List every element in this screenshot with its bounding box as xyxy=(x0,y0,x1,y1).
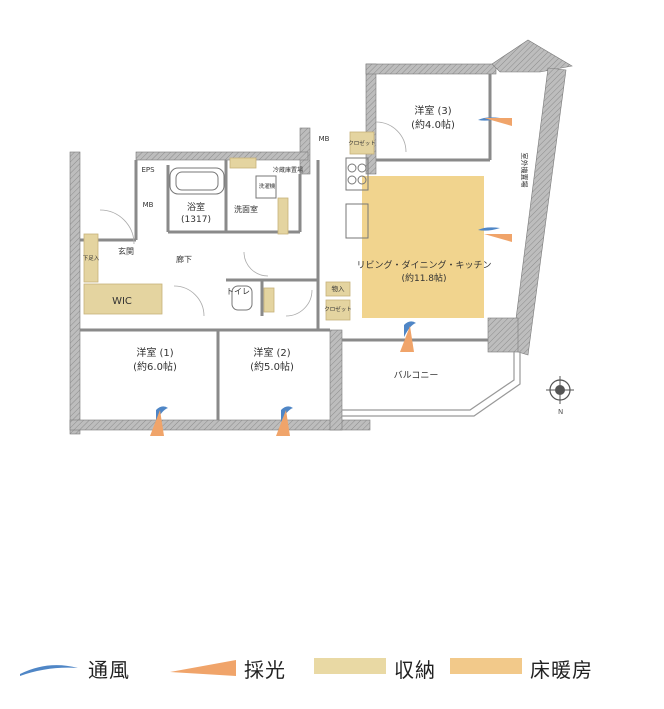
balcony-outline xyxy=(342,352,521,417)
fridge-label: 冷蔵庫置場 xyxy=(273,166,303,174)
inner-walls xyxy=(80,74,492,420)
light-arrows xyxy=(150,118,512,436)
toilet-label: トイレ xyxy=(226,287,250,296)
ldk-name: リビング・ダイニング・キッチン xyxy=(356,259,491,271)
legend-label-storage: 収納 xyxy=(394,658,436,682)
western1-size: (約6.0帖) xyxy=(133,360,177,373)
western1-name: 洋室 (1) xyxy=(136,346,173,359)
ldk-size: (約11.8帖) xyxy=(401,272,446,284)
svg-text:N: N xyxy=(558,408,563,416)
legend-item-floor-heating: 床暖房 xyxy=(450,648,648,688)
closet-mid-label: クロゼット xyxy=(324,305,352,313)
bath-name: 浴室 xyxy=(187,201,205,213)
eps-label: EPS xyxy=(141,166,155,174)
wic-label: WIC xyxy=(112,296,132,307)
bath-size: (1317) xyxy=(181,215,211,225)
legend-item-storage: 収納 xyxy=(314,648,464,688)
legend-label-floor-heating: 床暖房 xyxy=(530,658,593,682)
doors xyxy=(99,121,407,317)
legend-label-wind: 通風 xyxy=(88,658,130,682)
washroom-label: 洗面室 xyxy=(234,204,258,214)
outdoor-unit-label: 室外機置場 xyxy=(520,153,529,188)
floor-plan: N 洋室 (1) (約6.0帖) 洋室 (2) (約5.0帖) 洋室 (3) (… xyxy=(69,39,574,436)
western3-name: 洋室 (3) xyxy=(414,104,451,117)
balcony-label: バルコニー xyxy=(394,370,439,381)
western2-name: 洋室 (2) xyxy=(253,346,290,359)
legend-item-light: 採光 xyxy=(168,648,318,688)
mb-left-label: MB xyxy=(143,201,154,209)
outer-walls xyxy=(69,39,573,435)
legend-item-wind: 通風 xyxy=(18,648,168,688)
storage-label: 物入 xyxy=(332,284,346,293)
mb-top-label: MB xyxy=(319,135,330,143)
storage-swatch xyxy=(314,658,386,674)
wind-icon xyxy=(20,665,78,676)
legend: 通風 採光 収納 床暖房 xyxy=(18,648,648,688)
hallway-label: 廊下 xyxy=(176,254,192,264)
legend-label-light: 採光 xyxy=(244,658,286,682)
light-icon xyxy=(170,660,236,676)
small-labels: EPS MB MB クロゼット クロゼット 物入 下足入 冷蔵庫置場 洗濯機 室… xyxy=(83,135,529,313)
entrance-label: 玄関 xyxy=(118,246,134,256)
fixtures xyxy=(169,157,369,311)
western3-size: (約4.0帖) xyxy=(411,118,455,131)
floor-heating-swatch xyxy=(450,658,522,674)
shoe-storage-label: 下足入 xyxy=(83,255,100,262)
room-labels: 洋室 (1) (約6.0帖) 洋室 (2) (約5.0帖) 洋室 (3) (約4… xyxy=(112,104,491,381)
floor-heating-area xyxy=(362,176,484,318)
washer-label: 洗濯機 xyxy=(259,182,276,190)
closet-top-label: クロゼット xyxy=(348,139,376,147)
compass-icon: N xyxy=(546,376,574,416)
storage-areas xyxy=(83,131,375,321)
western2-size: (約5.0帖) xyxy=(250,360,294,373)
